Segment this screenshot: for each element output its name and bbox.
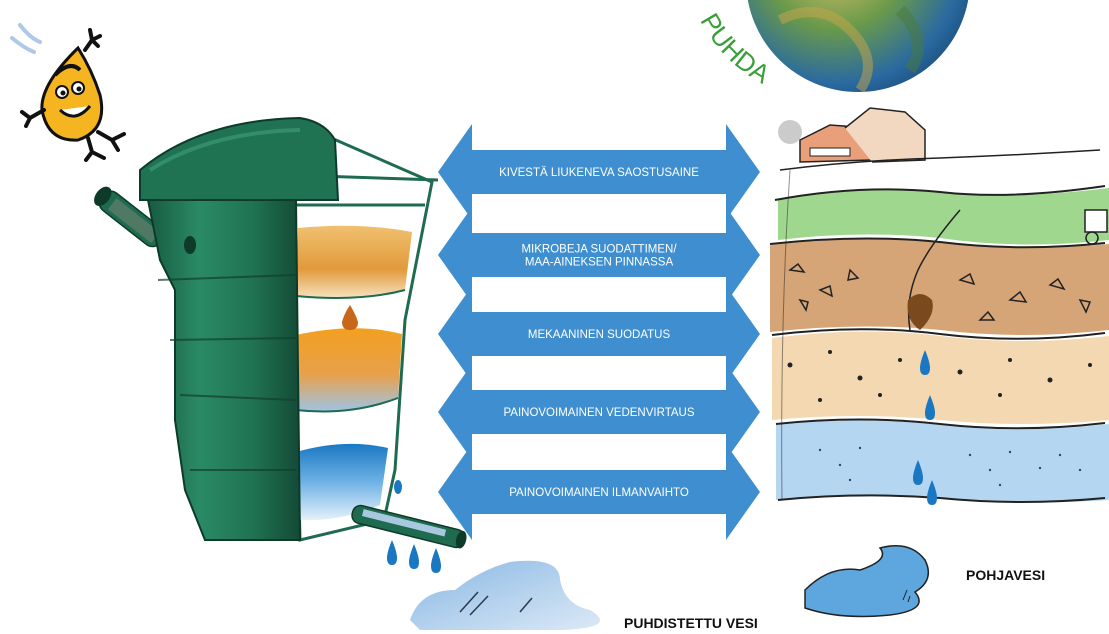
purified-water-puddle <box>410 560 600 630</box>
arrow-label-2-line-1: MIKROBEJA SUODATTIMEN/ <box>521 244 677 256</box>
arrow-label-1-line-1: KIVESTÄ LIUKENEVA SAOSTUSAINE <box>499 167 699 179</box>
filter-tank-icon <box>94 116 467 573</box>
arrows-group: KIVESTÄ LIUKENEVA SAOSTUSAINE MIKROBEJA S… <box>438 124 760 540</box>
arrow-label-5-line-1: PAINOVOIMAINEN ILMANVAIHTO <box>509 487 689 499</box>
groundwater-caption: POHJAVESI <box>966 567 1045 583</box>
double-arrow-3 <box>438 286 760 382</box>
water-drop-mascot-icon <box>10 23 126 162</box>
purified-water-caption: PUHDISTETTU VESI <box>624 615 758 631</box>
arrow-label-4-line-1: PAINOVOIMAINEN VEDENVIRTAUS <box>503 407 694 419</box>
double-arrow-5 <box>438 444 760 540</box>
double-arrow-4 <box>438 364 760 460</box>
double-arrow-2 <box>438 207 760 303</box>
globe-icon <box>747 0 969 93</box>
ground-layers-illustration <box>769 107 1109 618</box>
double-arrow-1 <box>438 124 760 220</box>
arrow-label-2-line-2: MAA-AINEKSEN PINNASSA <box>525 257 674 269</box>
arrow-label-3-line-1: MEKAANINEN SUODATUS <box>528 329 671 341</box>
